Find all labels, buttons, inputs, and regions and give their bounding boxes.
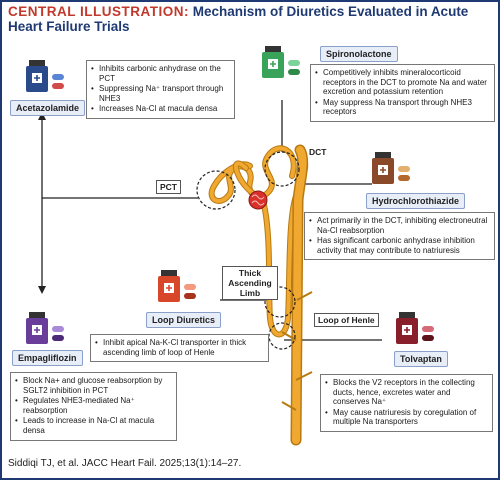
loop-diuretics-label: Loop Diuretics [146,312,222,328]
empagliflozin-info-box: Block Na+ and glucose reabsorption by SG… [10,372,177,441]
acetazolamide-bottle-icon [26,60,64,92]
info-bullet: May cause natriuresis by coregulation of… [325,408,488,427]
dct-label: DCT [309,147,327,157]
nephron-drawing [208,144,313,446]
highlight-circles [196,151,300,350]
info-bullet: May suppress Na transport through NHE3 r… [315,98,490,117]
info-bullet: Inhibit apical Na-K-Cl transporter in th… [95,338,264,357]
hydrochlorothiazide-bottle-icon [372,152,410,184]
info-bullet: Regulates NHE3-mediated Na⁺ reabsorption [15,396,172,415]
empagliflozin-label: Empagliflozin [12,350,83,366]
empagliflozin-bottle-icon [26,312,64,344]
info-bullet: Act primarily in the DCT, inhibiting ele… [309,216,490,235]
loop-diuretics-bottle-icon [158,270,196,302]
title-lead: CENTRAL ILLUSTRATION: [8,4,189,19]
spironolactone-label: Spironolactone [320,46,398,62]
spironolactone-bottle-icon [262,46,300,78]
thick-ascending-limb-label: Thick Ascending Limb [222,266,278,300]
title-text: Mechanism of Diuretics Evaluated in Acut… [8,4,469,34]
tolvaptan-label: Tolvaptan [394,351,448,367]
loop-diuretics-info-box: Inhibit apical Na-K-Cl transporter in th… [90,334,269,363]
info-bullet: Has significant carbonic anhydrase inhib… [309,236,490,255]
glomerulus [248,190,268,210]
tolvaptan-info-box: Blocks the V2 receptors in the collectin… [320,374,493,432]
info-bullet: Blocks the V2 receptors in the collectin… [325,378,488,407]
info-bullet: Increases Na-Cl at macula densa [91,104,230,114]
hydrochlorothiazide-label: Hydrochlorothiazide [366,193,466,209]
info-bullet: Competitively inhibits mineralocorticoid… [315,68,490,97]
citation-text: Siddiqi TJ, et al. JACC Heart Fail. 2025… [8,458,242,469]
acetazolamide-info-box: Inhibits carbonic anhydrase on the PCT S… [86,60,235,119]
info-bullet: Leads to increase in Na-Cl at macula den… [15,416,172,435]
info-bullet: Inhibits carbonic anhydrase on the PCT [91,64,230,83]
pct-label: PCT [156,180,181,194]
page-title: CENTRAL ILLUSTRATION: Mechanism of Diure… [8,4,478,34]
loop-of-henle-label: Loop of Henle [314,313,379,327]
hydrochlorothiazide-info-box: Act primarily in the DCT, inhibiting ele… [304,212,495,261]
info-bullet: Suppressing Na⁺ transport through NHE3 [91,84,230,103]
tolvaptan-bottle-icon [396,312,434,344]
acetazolamide-label: Acetazolamide [10,100,86,116]
info-bullet: Block Na+ and glucose reabsorption by SG… [15,376,172,395]
spironolactone-info-box: Competitively inhibits mineralocorticoid… [310,64,495,122]
